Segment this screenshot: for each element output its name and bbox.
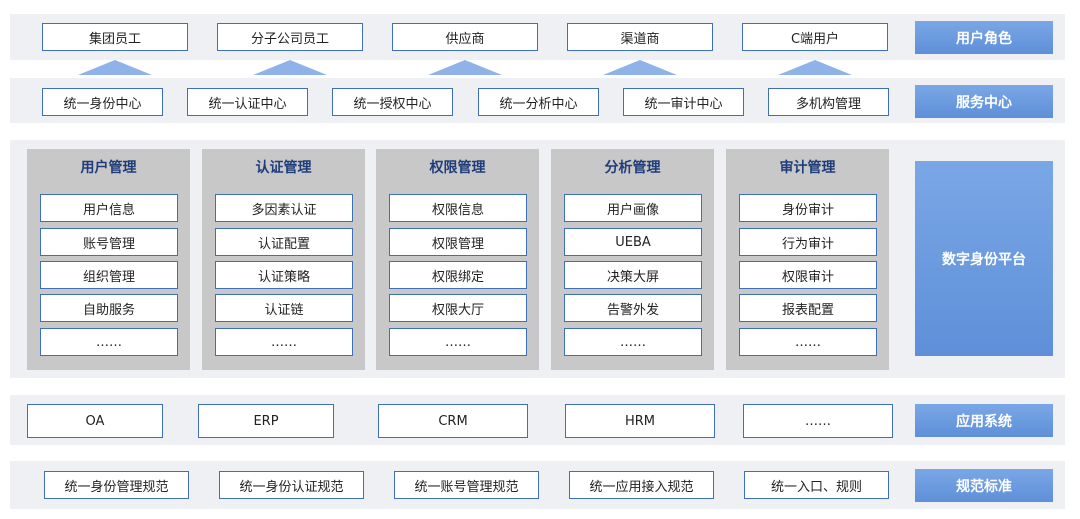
platform-column: 用户管理 用户信息 账号管理 组织管理 自助服务 …… <box>27 149 190 370</box>
column-item: 组织管理 <box>40 261 178 289</box>
up-arrow-icon <box>78 60 152 75</box>
column-item: 身份审计 <box>739 194 877 222</box>
up-arrow-icon <box>778 60 852 75</box>
app-box: CRM <box>378 404 528 438</box>
column-item: 权限绑定 <box>389 261 527 289</box>
role-box: 分子公司员工 <box>217 23 363 51</box>
role-box: C端用户 <box>742 23 888 51</box>
app-box: …… <box>743 404 893 438</box>
column-item: 权限信息 <box>389 194 527 222</box>
service-box: 统一审计中心 <box>623 88 744 116</box>
column-item: 用户信息 <box>40 194 178 222</box>
role-box: 集团员工 <box>42 23 188 51</box>
app-box: OA <box>27 404 163 438</box>
column-item: …… <box>389 328 527 356</box>
column-title: 认证管理 <box>255 160 312 176</box>
standard-box: 统一入口、规则 <box>744 471 889 499</box>
column-item: 权限管理 <box>389 228 527 256</box>
standard-box: 统一应用接入规范 <box>569 471 714 499</box>
services-label: 服务中心 <box>915 85 1053 118</box>
column-item: 认证配置 <box>215 228 353 256</box>
app-box: HRM <box>565 404 715 438</box>
service-box: 统一分析中心 <box>478 88 599 116</box>
column-item: …… <box>739 328 877 356</box>
up-arrow-icon <box>428 60 502 75</box>
column-item: 自助服务 <box>40 294 178 322</box>
column-item: 多因素认证 <box>215 194 353 222</box>
platform-label: 数字身份平台 <box>915 161 1053 356</box>
column-item: 账号管理 <box>40 228 178 256</box>
column-item: …… <box>215 328 353 356</box>
column-item: 决策大屏 <box>564 261 702 289</box>
column-title: 权限管理 <box>429 160 486 176</box>
roles-label: 用户角色 <box>915 21 1053 54</box>
column-item: …… <box>564 328 702 356</box>
column-title: 分析管理 <box>604 160 661 176</box>
service-box: 统一身份中心 <box>42 88 163 116</box>
column-item: 认证链 <box>215 294 353 322</box>
app-box: ERP <box>198 404 334 438</box>
role-box: 供应商 <box>392 23 538 51</box>
service-box: 统一授权中心 <box>332 88 453 116</box>
platform-column: 分析管理 用户画像 UEBA 决策大屏 告警外发 …… <box>551 149 714 370</box>
column-item: 告警外发 <box>564 294 702 322</box>
standard-box: 统一账号管理规范 <box>394 471 539 499</box>
up-arrow-icon <box>603 60 677 75</box>
column-item: 报表配置 <box>739 294 877 322</box>
column-item: 用户画像 <box>564 194 702 222</box>
standards-label: 规范标准 <box>915 469 1053 502</box>
service-box: 统一认证中心 <box>187 88 308 116</box>
apps-label: 应用系统 <box>915 404 1053 437</box>
column-item: 权限大厅 <box>389 294 527 322</box>
standard-box: 统一身份认证规范 <box>219 471 364 499</box>
column-item: 认证策略 <box>215 261 353 289</box>
service-box: 多机构管理 <box>768 88 889 116</box>
platform-column: 权限管理 权限信息 权限管理 权限绑定 权限大厅 …… <box>376 149 539 370</box>
platform-column: 审计管理 身份审计 行为审计 权限审计 报表配置 …… <box>726 149 889 370</box>
up-arrow-icon <box>253 60 327 75</box>
column-item: 权限审计 <box>739 261 877 289</box>
role-box: 渠道商 <box>567 23 713 51</box>
apps-band <box>10 395 1065 445</box>
column-item: 行为审计 <box>739 228 877 256</box>
column-item: …… <box>40 328 178 356</box>
column-item: UEBA <box>564 228 702 256</box>
platform-column: 认证管理 多因素认证 认证配置 认证策略 认证链 …… <box>202 149 365 370</box>
column-title: 审计管理 <box>779 160 836 176</box>
standard-box: 统一身份管理规范 <box>44 471 189 499</box>
column-title: 用户管理 <box>80 160 137 176</box>
